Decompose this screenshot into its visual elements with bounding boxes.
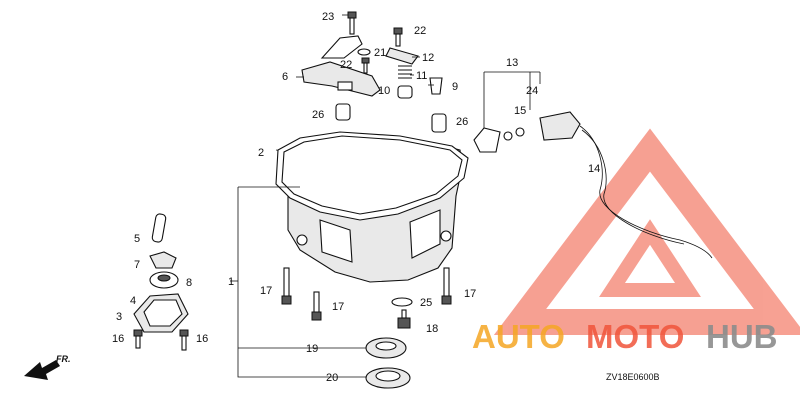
callout-11: 11 (416, 70, 427, 82)
callout-2: 2 (258, 147, 264, 159)
collars (335, 103, 447, 133)
callout-21: 21 (374, 47, 386, 59)
callout-8: 8 (186, 277, 192, 289)
callout-26a: 26 (312, 109, 324, 121)
callout-1: 1 (228, 276, 234, 288)
oil-sensor (473, 111, 713, 259)
callout-13: 13 (506, 57, 518, 69)
callout-19: 19 (306, 343, 318, 355)
callout-7: 7 (134, 259, 140, 271)
callout-16b: 16 (196, 333, 208, 345)
callout-17c: 17 (464, 288, 476, 300)
callout-26b: 26 (456, 116, 468, 128)
oil-seals (365, 337, 411, 389)
callout-17b: 17 (332, 301, 344, 313)
callout-16a: 16 (112, 333, 124, 345)
callout-18: 18 (426, 323, 438, 335)
front-direction-indicator: FR. (24, 354, 71, 380)
watermark-wordmark: AUTO MOTO HUB (472, 318, 778, 355)
callout-3: 3 (116, 311, 122, 323)
watermark-text-hub: HUB (706, 318, 778, 355)
callout-12: 12 (422, 52, 434, 64)
mounting-bolts (281, 267, 452, 329)
breather-cover (301, 35, 381, 97)
watermark-logo (493, 128, 800, 335)
callout-14: 14 (588, 163, 600, 175)
float-assembly (133, 213, 189, 351)
callout-22b: 22 (340, 59, 352, 71)
callout-25: 25 (420, 297, 432, 309)
callout-9: 9 (452, 81, 458, 93)
watermark-text-moto: MOTO (586, 318, 684, 355)
callouts: 1 2 3 4 5 7 8 6 9 10 11 12 13 14 15 16 1… (112, 11, 600, 384)
breather-hardware (347, 11, 443, 99)
callout-5: 5 (134, 233, 140, 245)
leader-lines (230, 14, 541, 378)
callout-24: 24 (526, 85, 538, 97)
watermark-text-auto: AUTO (472, 318, 565, 355)
callout-10: 10 (378, 85, 390, 97)
callout-22a: 22 (414, 25, 426, 37)
callout-20: 20 (326, 372, 338, 384)
diagram-code: ZV18E0600B (606, 372, 660, 382)
direction-label: FR. (56, 354, 71, 364)
watermark-triangle-outer (493, 128, 800, 335)
callout-4: 4 (130, 295, 136, 307)
watermark-triangle-inner (599, 219, 701, 297)
callout-15: 15 (514, 105, 526, 117)
gasket (275, 131, 469, 221)
callout-17a: 17 (260, 285, 272, 297)
direction-arrow-icon (24, 360, 60, 380)
callout-6: 6 (282, 71, 288, 83)
callout-23: 23 (322, 11, 334, 23)
